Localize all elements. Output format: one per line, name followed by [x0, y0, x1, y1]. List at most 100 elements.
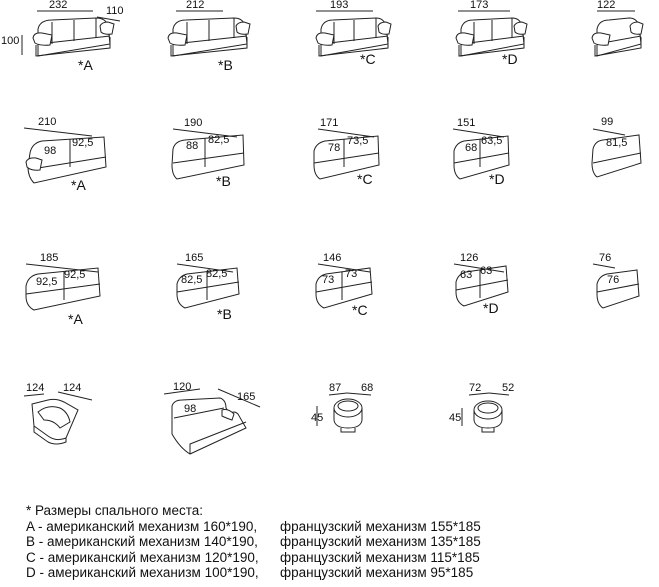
dim-height: 45 — [449, 412, 462, 424]
dim-depth: 110 — [106, 5, 124, 17]
seat-width: 78 — [328, 142, 341, 154]
sleeper-mark: *B — [217, 306, 232, 322]
legend-american: D - американский механизм 100*190, — [26, 565, 259, 581]
seat-width: 92,5 — [64, 269, 86, 281]
seat-width: 63,5 — [481, 135, 503, 147]
dim-width: 76 — [599, 252, 612, 264]
module-arm-2-d: 151 68 63,5 *D — [450, 115, 540, 195]
dim-side-a: 72 — [469, 382, 482, 394]
module-arm-2-a: 210 98 92,5 *A — [20, 115, 130, 195]
ottoman-large: 87 68 45 — [305, 380, 395, 440]
seat-width: 73,5 — [347, 135, 369, 147]
dim-side-a: 87 — [329, 382, 342, 394]
ottoman-small: 72 52 45 — [445, 380, 535, 440]
seat-width: 76 — [607, 274, 620, 286]
seat-width: 63 — [460, 269, 473, 281]
dim-width: 185 — [40, 252, 59, 264]
sleeper-mark: *A — [68, 311, 83, 327]
dim-length: 165 — [237, 391, 256, 403]
seat-width: 63 — [480, 265, 493, 277]
dim-width: 151 — [457, 117, 476, 129]
module-2-a: 185 92,5 92,5 *A — [20, 250, 130, 330]
dim-width: 126 — [460, 252, 479, 264]
dim-side-a: 124 — [26, 382, 45, 394]
module-arm-1: 99 81,5 — [585, 115, 655, 195]
legend-american: B - американский механизм 140*190, — [26, 534, 258, 550]
dim-width: 122 — [597, 0, 616, 11]
seat-width: 73 — [322, 274, 335, 286]
dim-width: 190 — [184, 117, 203, 129]
sofa-3-seat-c: 193 *C — [310, 0, 430, 75]
sleeper-mark: *C — [352, 302, 368, 318]
module-arm-2-c-drawing — [313, 128, 380, 180]
sleeper-mark: *C — [360, 51, 376, 67]
sleeper-mark: *D — [502, 51, 518, 67]
legend-american: C - американский механизм 120*190, — [26, 549, 259, 565]
dim-width: 212 — [186, 0, 205, 11]
seat-width: 92,5 — [72, 137, 94, 149]
dim-width: 232 — [49, 0, 68, 11]
sofa-3-seat-c-drawing — [315, 10, 392, 57]
legend-row-a: A - американский механизм 160*190, франц… — [26, 518, 481, 535]
sleeping-area-legend: * Размеры спального места: A - американс… — [26, 503, 481, 581]
sleeper-mark: *A — [78, 57, 93, 73]
armchair: 122 — [585, 0, 655, 75]
sleeper-mark: *A — [71, 177, 86, 193]
sofa-3-seat-b: 212 *B — [160, 0, 280, 75]
corner-module-drawing — [23, 391, 93, 445]
dim-width: 171 — [320, 117, 339, 129]
seat-width: 88 — [186, 140, 199, 152]
legend-american: A - американский механизм 160*190, — [26, 518, 258, 534]
ottoman-large-drawing — [316, 392, 372, 433]
dim-width: 210 — [38, 116, 57, 128]
dim-height: 100 — [1, 35, 20, 47]
dim-width: 165 — [185, 252, 204, 264]
dim-width: 146 — [323, 252, 342, 264]
chaise-module: 120 165 98 — [160, 380, 270, 460]
module-2-a-drawing — [25, 263, 101, 311]
dim-side-b: 124 — [63, 382, 82, 394]
module-arm-2-d-drawing — [452, 128, 510, 180]
module-1: 76 76 — [585, 250, 655, 330]
module-1-drawing — [592, 263, 640, 309]
chaise-module-drawing — [163, 388, 261, 455]
module-arm-1-drawing — [591, 128, 642, 178]
legend-french: французский механизм 95*185 — [280, 565, 474, 581]
seat-width: 92,5 — [36, 276, 58, 288]
ottoman-small-drawing — [461, 392, 510, 433]
sofa-2-seat-d-drawing — [455, 10, 528, 57]
sleeper-mark: *D — [489, 171, 505, 187]
sofa-3-seat-a-drawing — [21, 10, 121, 57]
armchair-drawing — [591, 10, 644, 57]
sleeper-mark: *B — [216, 173, 231, 189]
sofa-3-seat-a: 232 110 100 *A — [0, 0, 140, 75]
legend-title: * Размеры спального места: — [26, 503, 204, 518]
seat-width: 81,5 — [606, 137, 628, 149]
dim-side-b: 68 — [361, 382, 374, 394]
legend-row-c: C - американский механизм 120*190, франц… — [26, 549, 480, 566]
seat-width: 68 — [465, 142, 478, 154]
module-arm-2-b-drawing — [171, 128, 245, 180]
seat-width: 82,5 — [181, 274, 203, 286]
module-2-b-drawing — [176, 263, 240, 309]
sleeper-mark: *D — [483, 300, 499, 316]
dim-width: 173 — [470, 0, 489, 11]
module-2-b: 165 82,5 82,5 *B — [165, 250, 265, 330]
dim-side-b: 52 — [502, 382, 515, 394]
legend-french: французский механизм 135*185 — [280, 534, 481, 550]
seat-width: 98 — [184, 403, 197, 415]
sofa-2-seat-d: 173 *D — [450, 0, 570, 75]
sofa-3-seat-b-drawing — [167, 10, 251, 57]
seat-width: 73 — [345, 268, 358, 280]
corner-module: 124 124 — [20, 380, 110, 445]
module-2-c: 146 73 73 *C — [310, 250, 410, 330]
module-arm-2-a-drawing — [23, 127, 107, 184]
dim-width: 120 — [173, 381, 192, 393]
sleeper-mark: *B — [218, 57, 233, 73]
module-2-d-drawing — [453, 263, 509, 307]
module-arm-2-c: 171 78 73,5 *C — [310, 115, 410, 195]
legend-french: французский механизм 155*185 — [280, 518, 481, 534]
seat-width: 82,5 — [206, 268, 228, 280]
legend-french: французский механизм 115*185 — [280, 549, 480, 565]
